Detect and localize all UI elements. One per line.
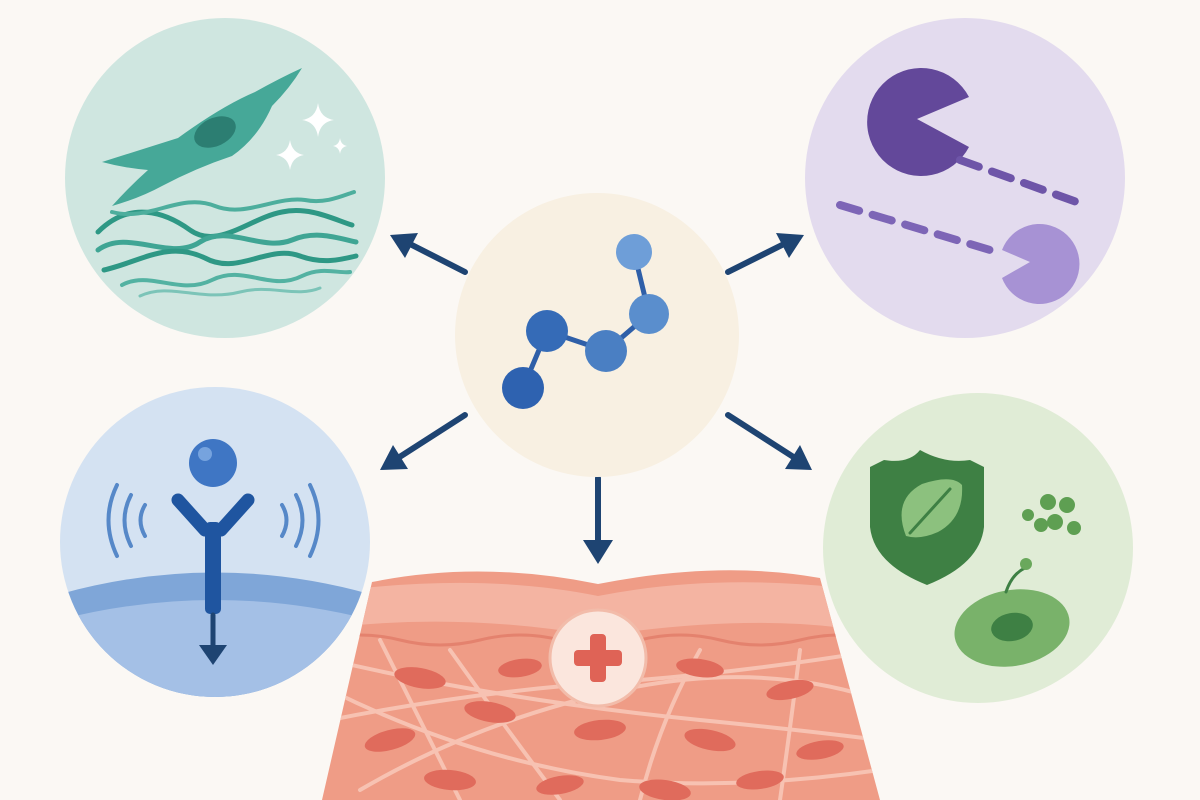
arrow-to-skin <box>583 475 613 564</box>
peptide-chain-icon <box>502 234 669 409</box>
arrow-to-receptor <box>380 412 468 470</box>
plus-badge-icon <box>548 608 648 708</box>
ligand-ball <box>189 439 237 487</box>
enzyme-large <box>867 68 969 176</box>
arrows <box>380 233 812 564</box>
dashed-path <box>836 156 1089 257</box>
down-arrow-icon <box>199 612 227 665</box>
collagen-fibers <box>95 190 359 298</box>
enzyme-pacman-icon <box>836 68 1089 304</box>
arrow-to-enzyme <box>725 233 804 275</box>
skin-repair-node <box>322 570 880 800</box>
skin-cells <box>364 658 844 800</box>
collagen-node <box>65 18 385 338</box>
peptide-node <box>455 193 739 477</box>
signal-waves-icon <box>106 483 321 558</box>
receptor-signaling-node <box>60 387 370 697</box>
cell-with-particles-icon <box>954 494 1081 667</box>
antioxidant-protection-node <box>823 393 1133 703</box>
receptor-signal-icon <box>106 439 321 665</box>
enzyme-small <box>1002 224 1080 304</box>
sparkle-icon <box>276 103 347 170</box>
fibroblast-collagen-icon <box>95 68 359 298</box>
arrow-to-collagen <box>390 233 468 275</box>
antioxidant-particles <box>1022 494 1081 535</box>
enzyme-inhibition-node <box>805 18 1125 338</box>
arrow-to-antioxidant <box>725 412 812 470</box>
fibroblast-nucleus <box>194 116 236 148</box>
shield-leaf-icon <box>870 450 984 585</box>
